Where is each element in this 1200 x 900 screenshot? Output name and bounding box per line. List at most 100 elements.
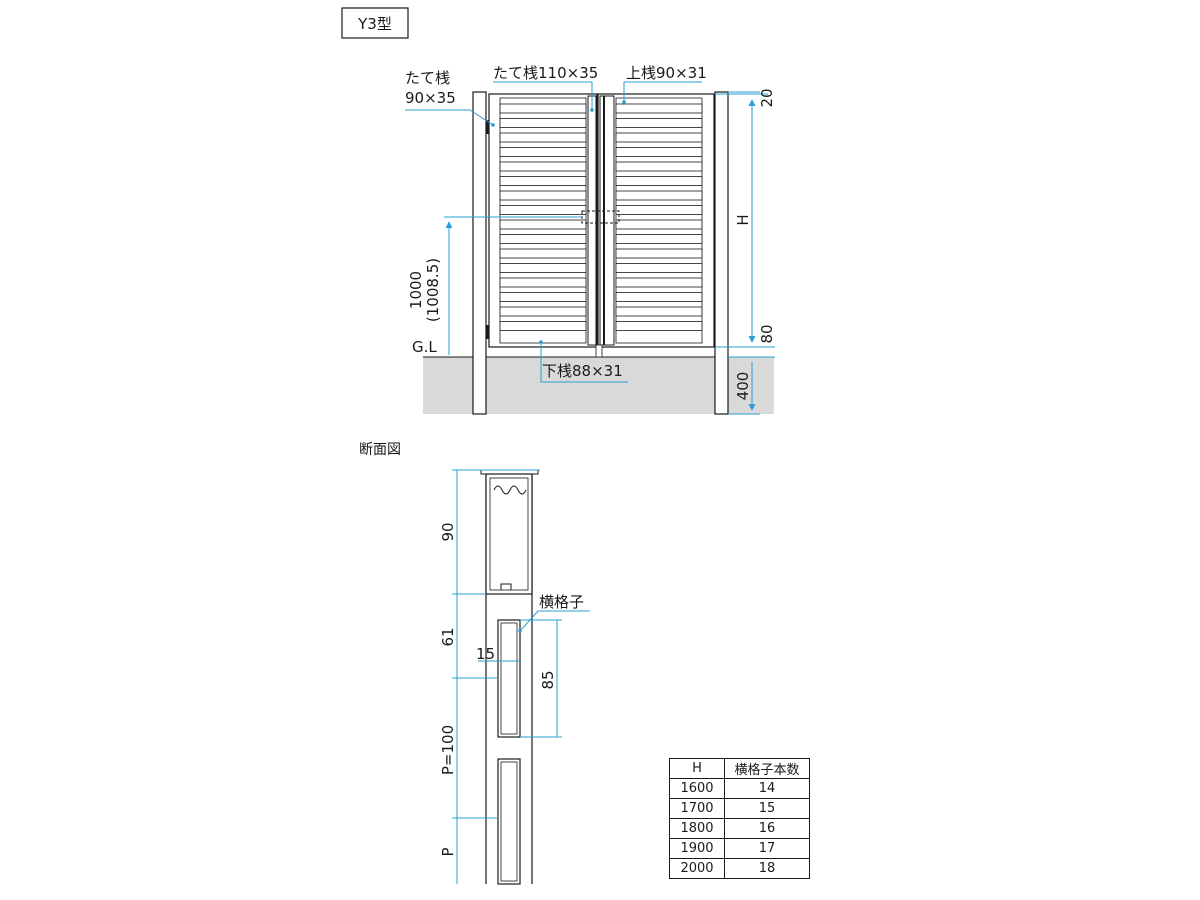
table-cell-h: 2000 bbox=[669, 858, 725, 879]
table-row: 2000 18 bbox=[669, 858, 810, 879]
top-rail-leader bbox=[623, 81, 702, 102]
center-stile-leader bbox=[493, 81, 593, 110]
slat-label-leader bbox=[519, 610, 590, 632]
table-cell-count: 17 bbox=[724, 838, 810, 859]
door-slat bbox=[615, 219, 703, 230]
door-slat bbox=[615, 118, 703, 128]
table-cell-h: 1900 bbox=[669, 838, 725, 859]
ground-line-label: G.L bbox=[412, 338, 437, 356]
door-slat bbox=[615, 277, 703, 288]
table-header-h: H bbox=[669, 758, 725, 779]
bottom-rail-leader bbox=[540, 342, 628, 383]
section-title: 断面図 bbox=[359, 442, 401, 458]
bottom-rail-dot bbox=[539, 340, 543, 344]
door-slat bbox=[615, 234, 703, 244]
top-gap-label: 20 bbox=[758, 88, 776, 107]
table-cell-h: 1600 bbox=[669, 778, 725, 799]
door-slat bbox=[615, 161, 703, 172]
table-cell-count: 16 bbox=[724, 818, 810, 839]
door-slat bbox=[499, 118, 587, 128]
door-slat bbox=[615, 248, 703, 259]
post-label-line1: たて桟 bbox=[405, 69, 450, 87]
handle-height-label: 1000 bbox=[407, 271, 425, 309]
table-row: 1900 17 bbox=[669, 838, 810, 859]
table-cell-h: 1700 bbox=[669, 798, 725, 819]
bottom-rail-label: 下桟88×31 bbox=[542, 362, 623, 380]
door-slat bbox=[499, 277, 587, 288]
center-stile-label: たて桟110×35 bbox=[493, 64, 598, 82]
door-slat bbox=[499, 219, 587, 230]
door-slat bbox=[499, 306, 587, 317]
slat-height-label: 85 bbox=[539, 670, 557, 689]
table-row: 1700 15 bbox=[669, 798, 810, 819]
door-slat bbox=[615, 147, 703, 157]
table-header-row: H 横格子本数 bbox=[669, 758, 810, 779]
front-view: 20 H 80 400 1000 (1008.5) G.L たて桟 90×35 … bbox=[405, 64, 776, 415]
model-label-box: Y3型 bbox=[341, 7, 409, 39]
top-rail-dot bbox=[622, 100, 626, 104]
right-post bbox=[714, 91, 729, 415]
embed-depth-label: 400 bbox=[734, 372, 752, 401]
slat-profile-1 bbox=[497, 619, 521, 738]
section-pitch-short-label: P bbox=[439, 847, 457, 856]
post-label-dot bbox=[491, 123, 495, 127]
door-slat bbox=[499, 147, 587, 157]
table-cell-count: 14 bbox=[724, 778, 810, 799]
door-slat bbox=[499, 190, 587, 201]
center-stile-left bbox=[587, 95, 597, 346]
right-door-slats bbox=[615, 103, 703, 331]
table-row: 1800 16 bbox=[669, 818, 810, 839]
door-slat bbox=[615, 176, 703, 186]
height-label: H bbox=[734, 214, 752, 225]
table-cell-count: 15 bbox=[724, 798, 810, 819]
door-slat bbox=[499, 292, 587, 302]
model-label: Y3型 bbox=[357, 15, 392, 33]
slat-width-label: 15 bbox=[476, 645, 495, 663]
top-rail-wave bbox=[493, 485, 527, 495]
center-stile-dot bbox=[590, 108, 594, 112]
door-slat bbox=[615, 205, 703, 215]
door-slat bbox=[499, 176, 587, 186]
slat-count-table: H 横格子本数 1600 14 1700 15 1800 16 1900 17 … bbox=[669, 758, 810, 879]
door-slat bbox=[615, 263, 703, 273]
table-cell-count: 18 bbox=[724, 858, 810, 879]
handle-height-alt-label: (1008.5) bbox=[424, 258, 442, 322]
top-rail-profile bbox=[485, 473, 533, 595]
door-slat bbox=[499, 103, 587, 114]
top-rail-profile-inner bbox=[489, 477, 529, 591]
door-slat bbox=[499, 132, 587, 143]
door-slat bbox=[615, 306, 703, 317]
door-slat bbox=[615, 321, 703, 331]
door-slat bbox=[615, 132, 703, 143]
door-slat bbox=[615, 103, 703, 114]
left-post bbox=[472, 91, 487, 415]
section-first-gap-label: 61 bbox=[439, 627, 457, 646]
post-label-leader bbox=[405, 109, 494, 126]
top-rail-hook bbox=[500, 583, 512, 590]
drop-rod bbox=[595, 344, 603, 358]
door-slat bbox=[499, 234, 587, 244]
section-pitch-label: P=100 bbox=[439, 725, 457, 775]
door-slat bbox=[499, 321, 587, 331]
door-slat bbox=[499, 248, 587, 259]
table-row: 1600 14 bbox=[669, 778, 810, 799]
door-slat bbox=[615, 190, 703, 201]
section-view: 断面図 90 61 P=100 P 15 bbox=[359, 442, 590, 885]
center-stile-right bbox=[599, 95, 615, 346]
bottom-gap-label: 80 bbox=[758, 324, 776, 343]
door-slat bbox=[499, 263, 587, 273]
section-rail-height-label: 90 bbox=[439, 522, 457, 541]
slat-label: 横格子 bbox=[539, 593, 584, 611]
slat-label-dot bbox=[518, 629, 522, 633]
door-slat bbox=[499, 161, 587, 172]
top-rail-cap bbox=[480, 469, 539, 475]
slat-profile-2 bbox=[497, 758, 521, 885]
door-slat bbox=[615, 292, 703, 302]
top-rail-label: 上桟90×31 bbox=[626, 64, 707, 82]
table-cell-h: 1800 bbox=[669, 818, 725, 839]
table-header-count: 横格子本数 bbox=[724, 758, 810, 779]
door-slat bbox=[499, 205, 587, 215]
left-door-slats bbox=[499, 103, 587, 331]
post-label-line2: 90×35 bbox=[405, 89, 456, 107]
